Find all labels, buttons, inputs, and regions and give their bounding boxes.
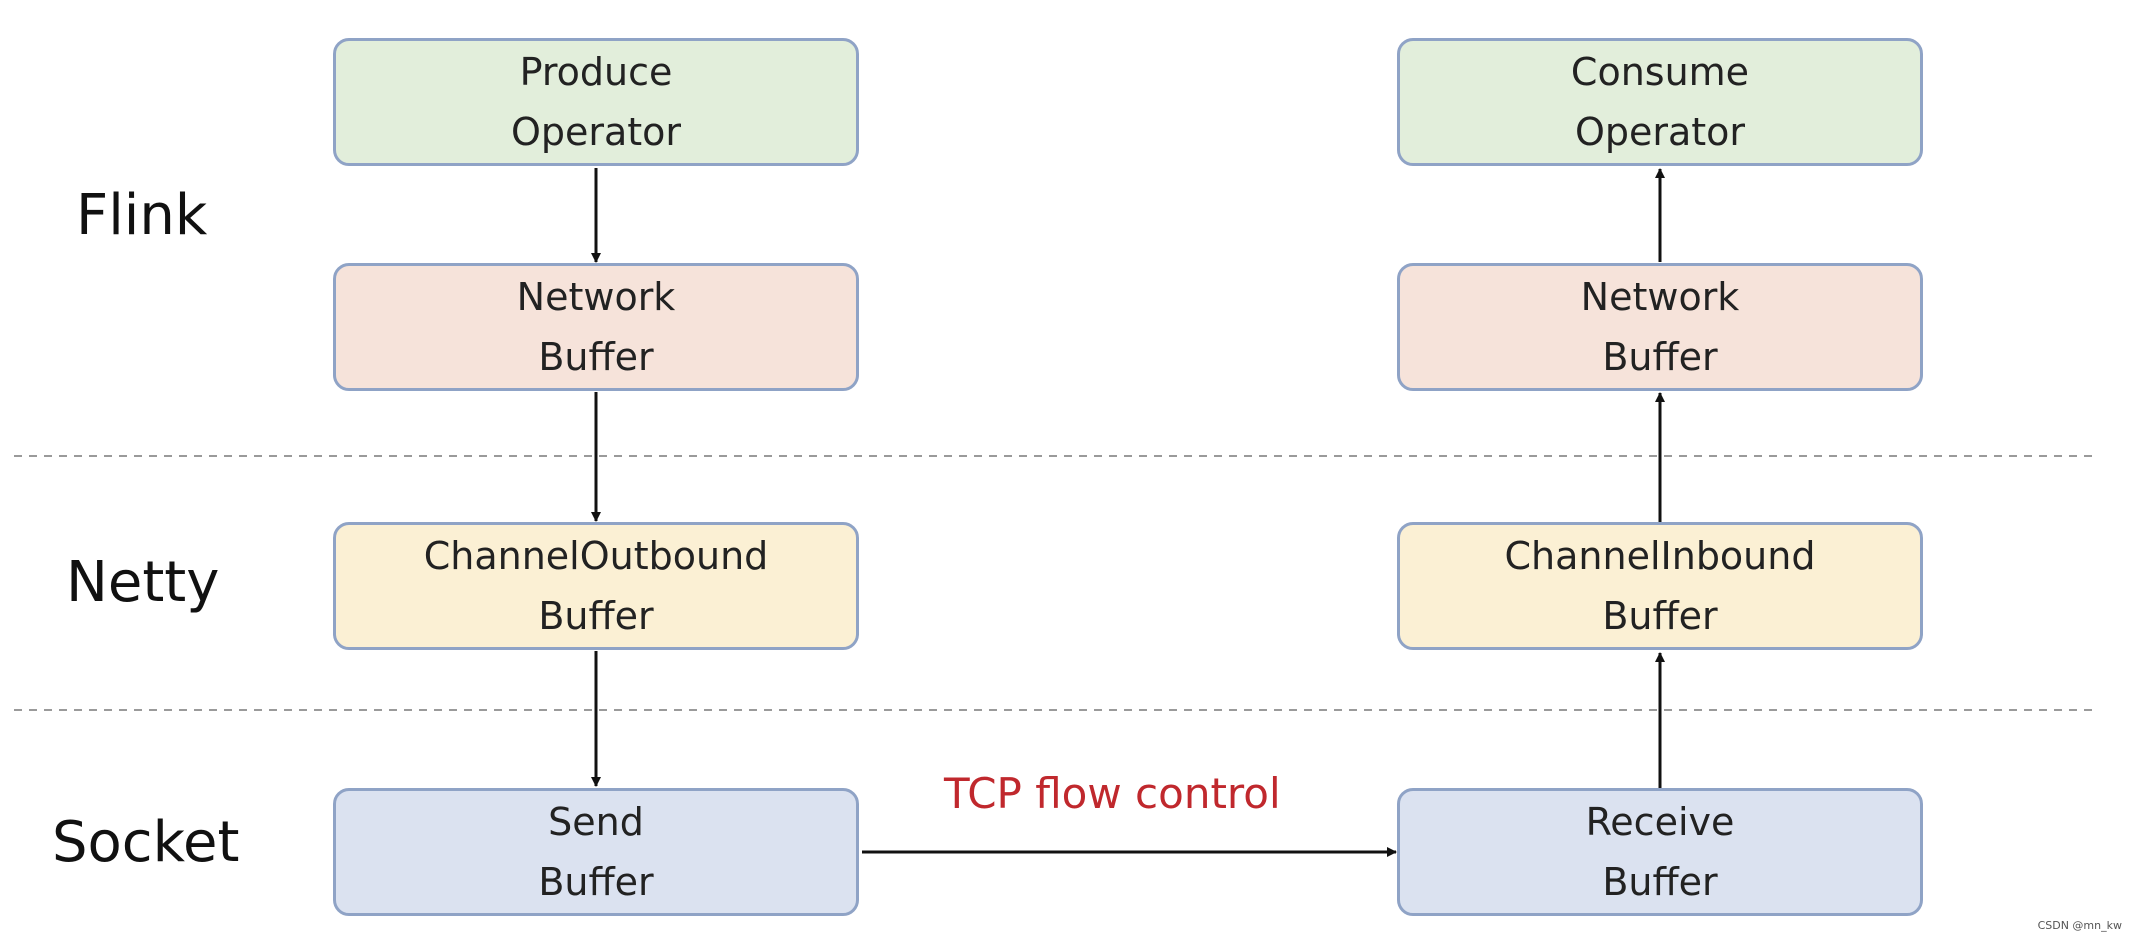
receive-buffer-line-1: Receive bbox=[1585, 800, 1735, 844]
channel-inbound-buffer-box: ChannelInbound Buffer bbox=[1397, 522, 1923, 650]
consume-operator-line-1: Consume bbox=[1570, 50, 1750, 94]
produce-operator-line-2: Operator bbox=[510, 110, 682, 154]
sender-network-buffer-box: Network Buffer bbox=[333, 263, 859, 391]
channel-outbound-buffer-line-2: Buffer bbox=[538, 594, 654, 638]
produce-operator-line-1: Produce bbox=[519, 50, 673, 94]
produce-operator-box: Produce Operator bbox=[333, 38, 859, 166]
sender-network-buffer-line-1: Network bbox=[516, 275, 676, 319]
send-buffer-line-2: Buffer bbox=[538, 860, 654, 904]
layer-label-flink: Flink bbox=[76, 183, 208, 248]
layer-label-socket: Socket bbox=[52, 810, 240, 875]
tcp-flow-control-label: TCP flow control bbox=[944, 769, 1281, 818]
channel-outbound-buffer-box: ChannelOutbound Buffer bbox=[333, 522, 859, 650]
send-buffer-box: Send Buffer bbox=[333, 788, 859, 916]
consume-operator-box: Consume Operator bbox=[1397, 38, 1923, 166]
send-buffer-line-1: Send bbox=[548, 800, 644, 844]
layer-label-netty: Netty bbox=[66, 550, 220, 615]
channel-inbound-buffer-line-1: ChannelInbound bbox=[1504, 534, 1816, 578]
channel-inbound-buffer-line-2: Buffer bbox=[1602, 594, 1718, 638]
receiver-network-buffer-box: Network Buffer bbox=[1397, 263, 1923, 391]
watermark: CSDN @mn_kw bbox=[2037, 919, 2122, 932]
receiver-network-buffer-line-1: Network bbox=[1580, 275, 1740, 319]
receive-buffer-line-2: Buffer bbox=[1602, 860, 1718, 904]
consume-operator-line-2: Operator bbox=[1574, 110, 1746, 154]
channel-outbound-buffer-line-1: ChannelOutbound bbox=[423, 534, 769, 578]
receive-buffer-box: Receive Buffer bbox=[1397, 788, 1923, 916]
sender-network-buffer-line-2: Buffer bbox=[538, 335, 654, 379]
receiver-network-buffer-line-2: Buffer bbox=[1602, 335, 1718, 379]
